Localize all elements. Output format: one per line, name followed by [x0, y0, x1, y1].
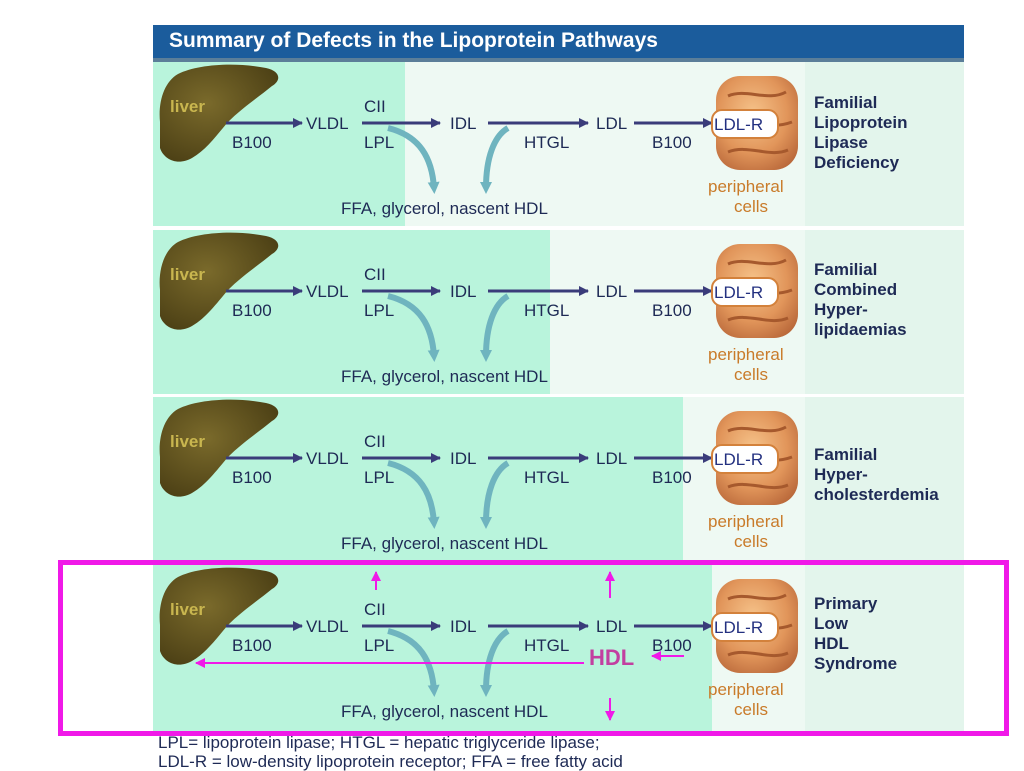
panel-combined-hyperlipidaemias: [153, 230, 964, 394]
highlight-box: [58, 560, 1009, 736]
legend-line-1: LPL= lipoprotein lipase; HTGL = hepatic …: [158, 733, 600, 752]
diagram-title: Summary of Defects in the Lipoprotein Pa…: [153, 25, 964, 62]
panel-lipoprotein-lipase-deficiency: [153, 62, 964, 226]
legend: LPL= lipoprotein lipase; HTGL = hepatic …: [158, 733, 958, 771]
panel-familial-hypercholesterdemia: [153, 397, 964, 561]
legend-line-2: LDL-R = low-density lipoprotein receptor…: [158, 752, 623, 771]
